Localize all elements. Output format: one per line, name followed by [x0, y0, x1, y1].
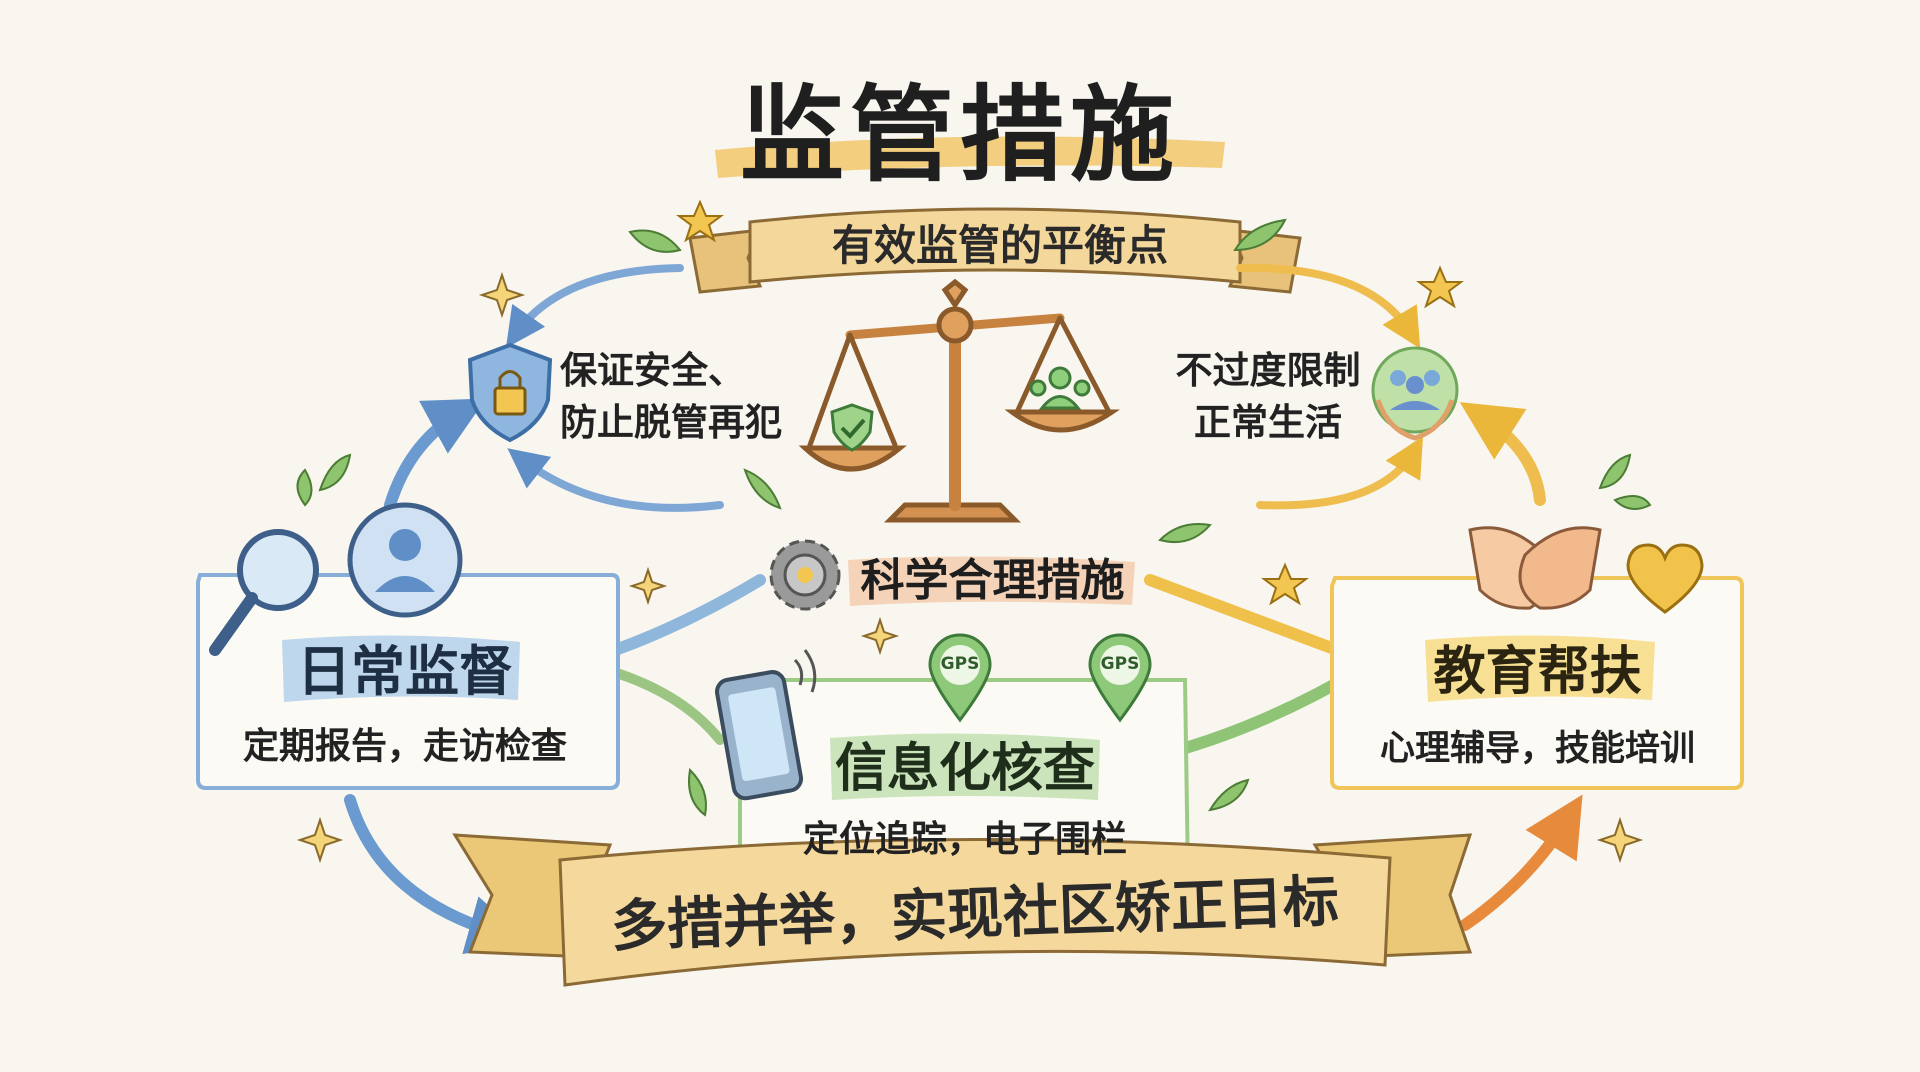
title-highlight	[715, 136, 1225, 178]
magnifier-icon	[209, 529, 319, 656]
info-box-title: 信息化核查	[834, 739, 1095, 799]
leaf-icon	[296, 218, 1652, 817]
gps-label-2: GPS	[1100, 654, 1140, 674]
scale-shield-icon	[830, 403, 874, 452]
edu-box-subtitle: 心理辅导，技能培训	[1379, 729, 1695, 769]
star-icon	[676, 199, 1464, 606]
arrow-left-return	[507, 448, 724, 512]
phone-icon	[715, 649, 817, 801]
people-in-hands-icon	[1371, 346, 1459, 441]
gps-pin-icon-2	[1088, 633, 1152, 723]
info-box-subtitle: 定位追踪，电子围栏	[802, 819, 1127, 860]
arrow-daily-to-shield	[384, 398, 487, 511]
right-goal-line1: 不过度限制	[1175, 349, 1361, 392]
page-title: 监管措施	[739, 74, 1180, 196]
arrow-top-left-arc	[505, 264, 684, 349]
person-icon	[347, 502, 463, 618]
daily-box-title: 日常监督	[297, 640, 513, 703]
left-goal-text: 保证安全、 防止脱管再犯	[560, 345, 800, 449]
right-goal-text: 不过度限制 正常生活	[1148, 345, 1388, 449]
left-goal-line1: 保证安全、	[560, 349, 745, 392]
arrow-top-right-arc	[1236, 263, 1421, 349]
balance-ribbon-label: 有效监管的平衡点	[831, 221, 1168, 270]
left-goal-line2: 防止脱管再犯	[560, 401, 782, 444]
bottom-ribbon	[452, 833, 1473, 987]
daily-box-subtitle: 定期报告，走访检查	[242, 726, 567, 767]
center-label: 科学合理措施	[860, 555, 1125, 606]
gps-pin-icon	[928, 633, 992, 723]
arrow-edu-to-hands	[1459, 402, 1546, 506]
arrow-right-return	[1256, 436, 1424, 510]
sparkle-icon	[296, 271, 1644, 864]
gear-icon	[769, 539, 841, 611]
arrow-daily-to-bottom	[344, 794, 529, 955]
shield-lock-icon	[467, 342, 553, 443]
scale-people-icon	[1029, 366, 1091, 410]
right-goal-line2: 正常生活	[1194, 401, 1342, 444]
scale-icon	[798, 278, 1121, 523]
edu-box-title: 教育帮扶	[1433, 642, 1642, 702]
gps-label-1: GPS	[940, 654, 980, 674]
handshake-icon	[1468, 526, 1602, 610]
heart-icon	[1626, 543, 1704, 614]
arrow-bottom-to-edu	[1459, 794, 1583, 931]
